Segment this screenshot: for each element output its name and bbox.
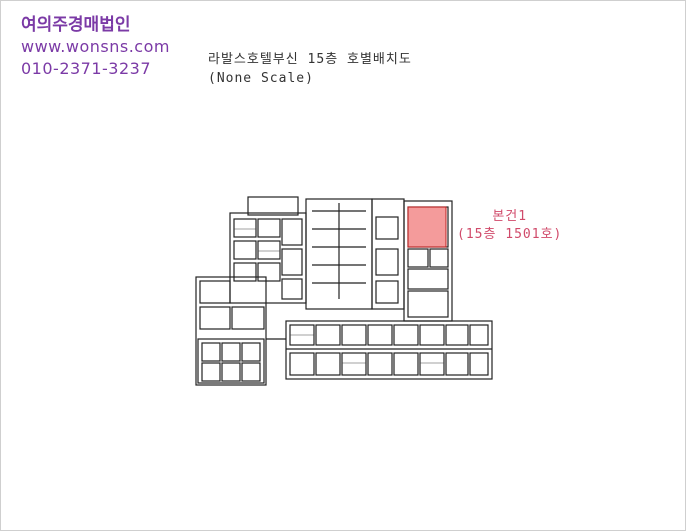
building-label: 본건1 (492, 209, 528, 224)
scale-note: (None Scale) (208, 71, 314, 86)
company-name: 여의주경매법인 (21, 15, 131, 35)
unit-label: (15층 1501호) (457, 227, 563, 242)
document-heading: 라발스호텔부신 15층 호별배치도 (None Scale) (208, 50, 412, 88)
company-website: www.wonsns.com (21, 37, 170, 56)
document-title: 라발스호텔부신 15층 호별배치도 (208, 52, 412, 67)
plan-south-wing (285, 320, 493, 380)
company-info: 여의주경매법인 www.wonsns.com 010-2371-3237 (21, 14, 170, 80)
plan-west-wing (195, 276, 267, 386)
highlight-label: 본건1 (15층 1501호) (457, 208, 562, 244)
highlighted-unit-1501 (407, 206, 447, 248)
company-phone: 010-2371-3237 (21, 59, 152, 78)
floor-plan (195, 196, 493, 386)
